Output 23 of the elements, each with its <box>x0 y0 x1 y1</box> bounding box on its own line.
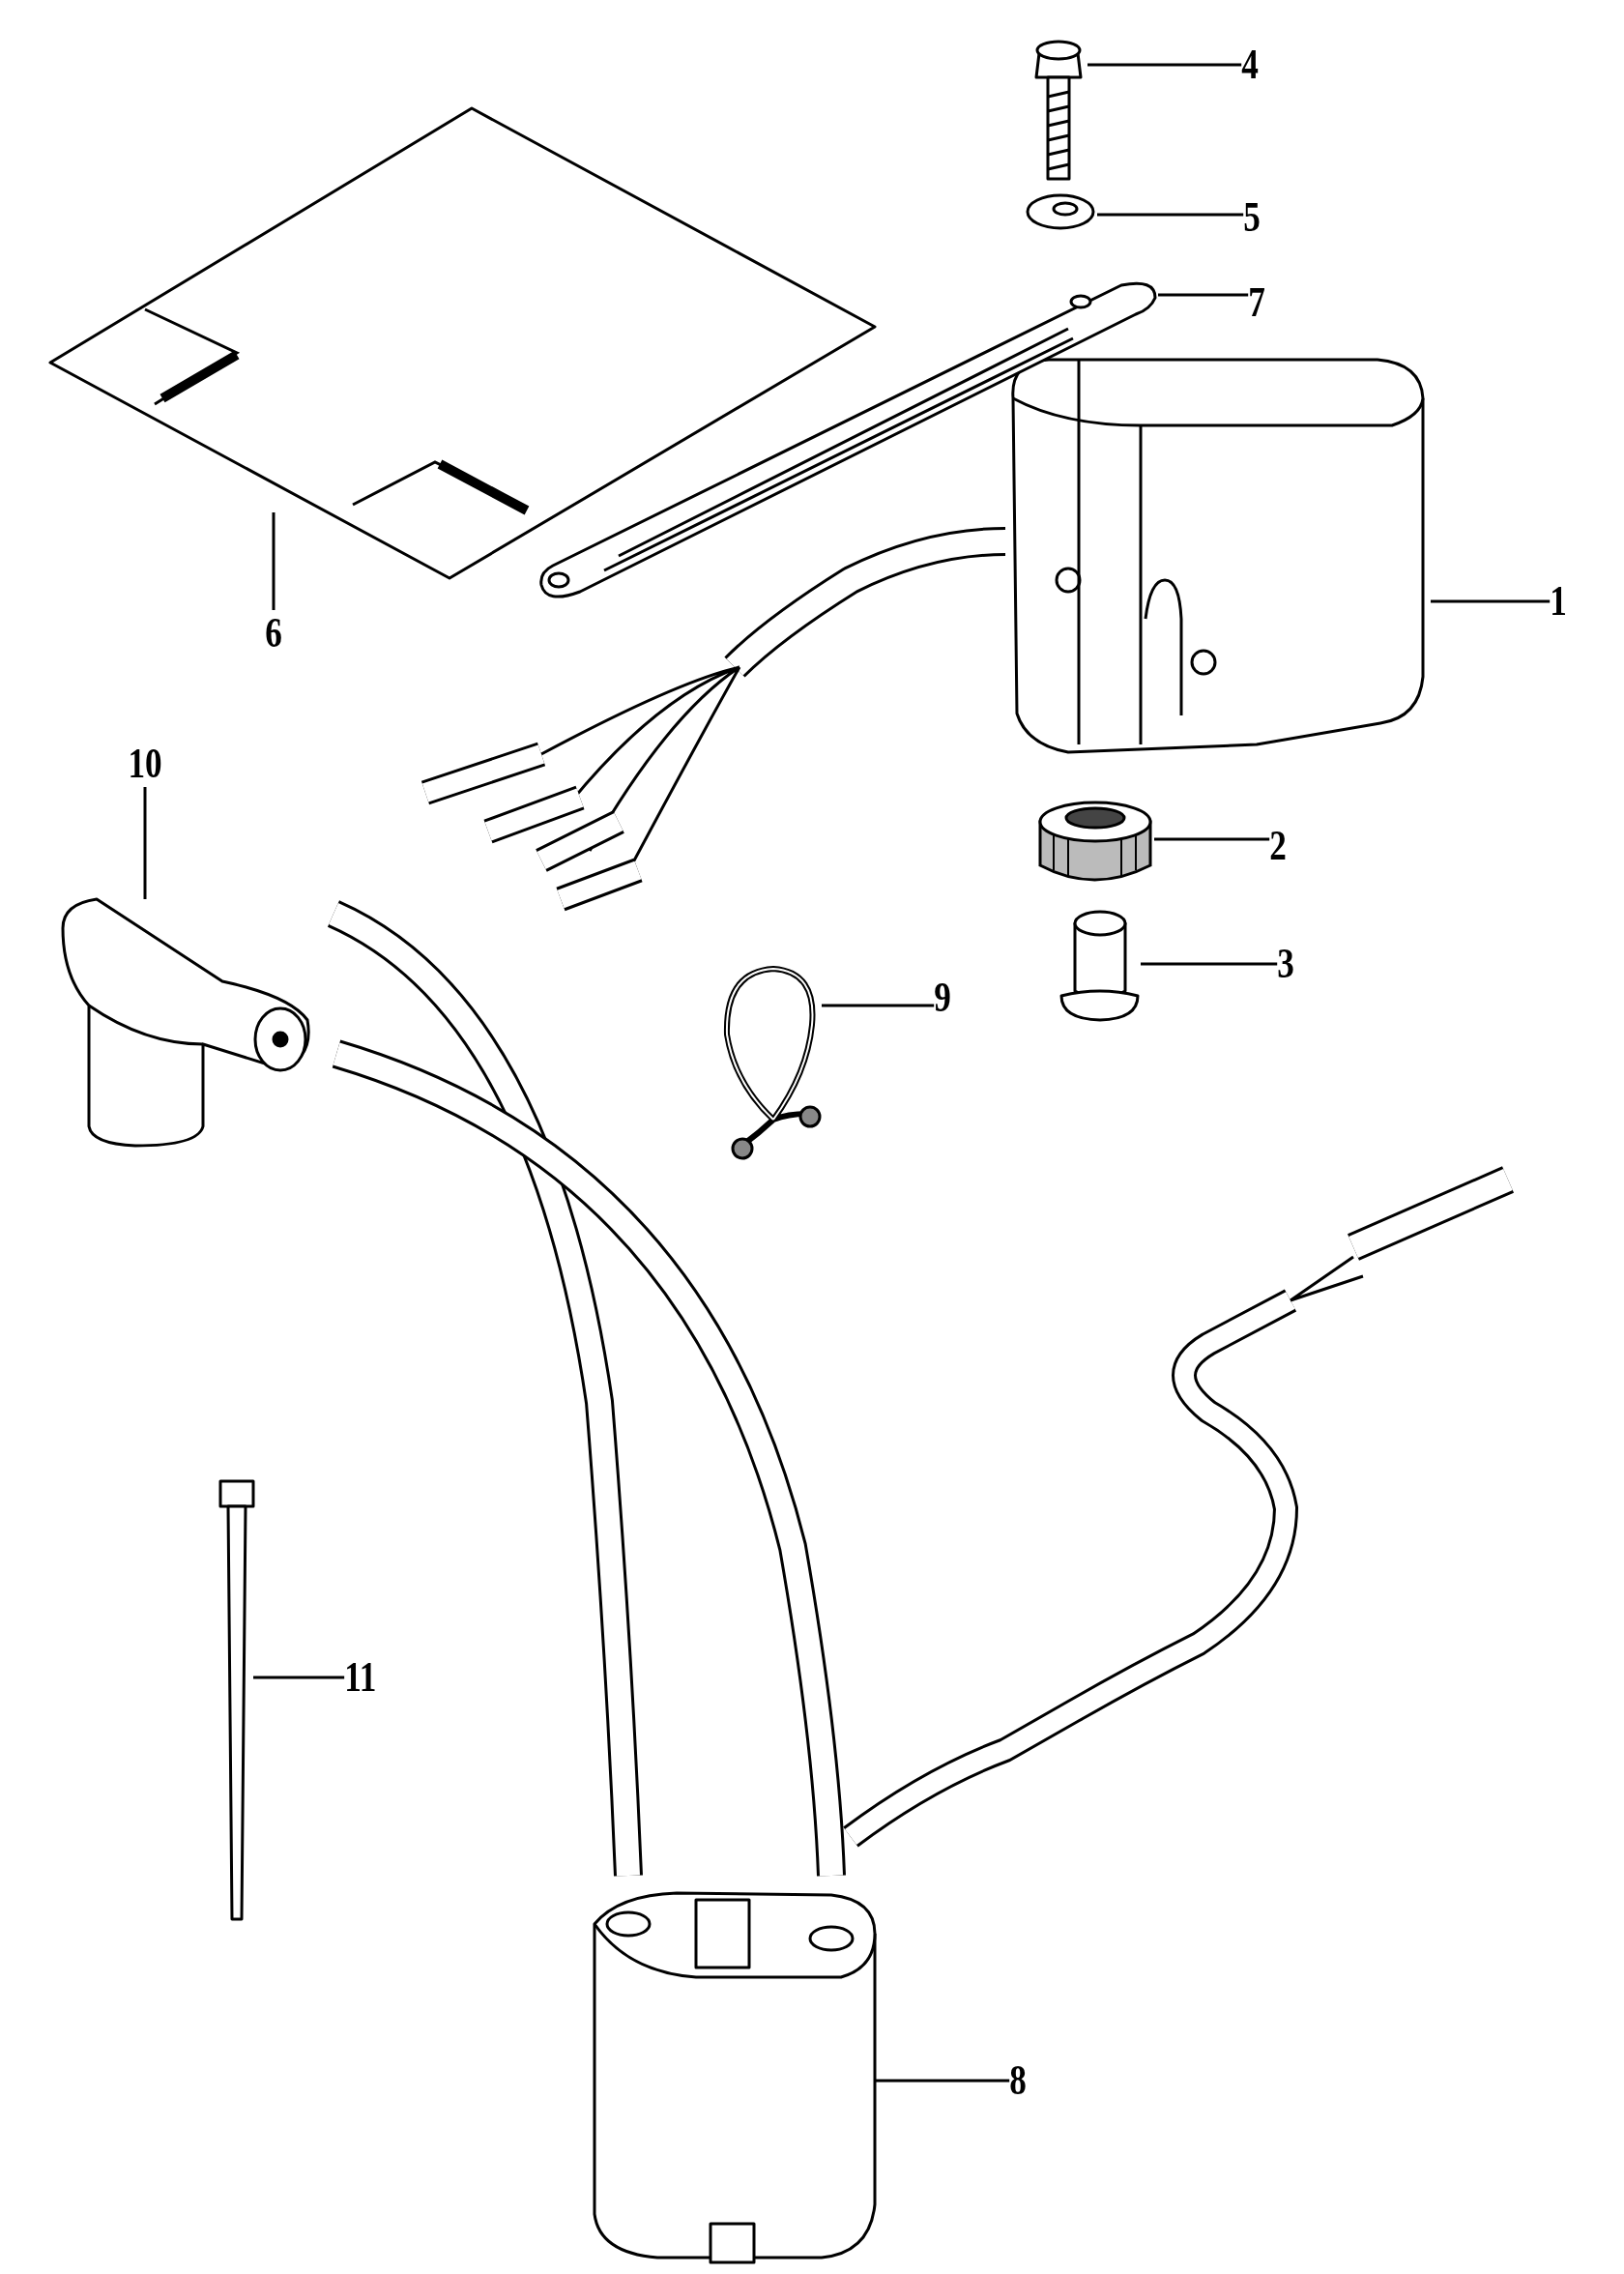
washer-drawing <box>1025 191 1097 232</box>
leader-line <box>1158 293 1249 297</box>
callout-number: 7 <box>1248 279 1265 326</box>
callout-number: 5 <box>1243 194 1261 241</box>
callout-number: 10 <box>128 741 162 787</box>
leader-line <box>1141 962 1278 966</box>
callout-number: 11 <box>344 1654 377 1701</box>
leader-line <box>1097 213 1244 217</box>
leader-line <box>822 1004 935 1007</box>
leader-line <box>875 2079 1010 2083</box>
leader-line <box>253 1676 345 1679</box>
callout-number: 1 <box>1550 578 1567 625</box>
callout-number: 9 <box>934 975 951 1021</box>
callout-number: 2 <box>1269 823 1287 869</box>
leader-line <box>1154 837 1270 841</box>
callout-number: 3 <box>1277 941 1294 987</box>
leader-line <box>1431 599 1551 603</box>
callout-number: 4 <box>1241 42 1259 88</box>
leader-line <box>1088 63 1242 67</box>
callout-number: 8 <box>1009 2057 1027 2104</box>
leader-line <box>272 512 276 610</box>
callout-number: 6 <box>265 610 282 656</box>
leader-line <box>143 787 147 899</box>
